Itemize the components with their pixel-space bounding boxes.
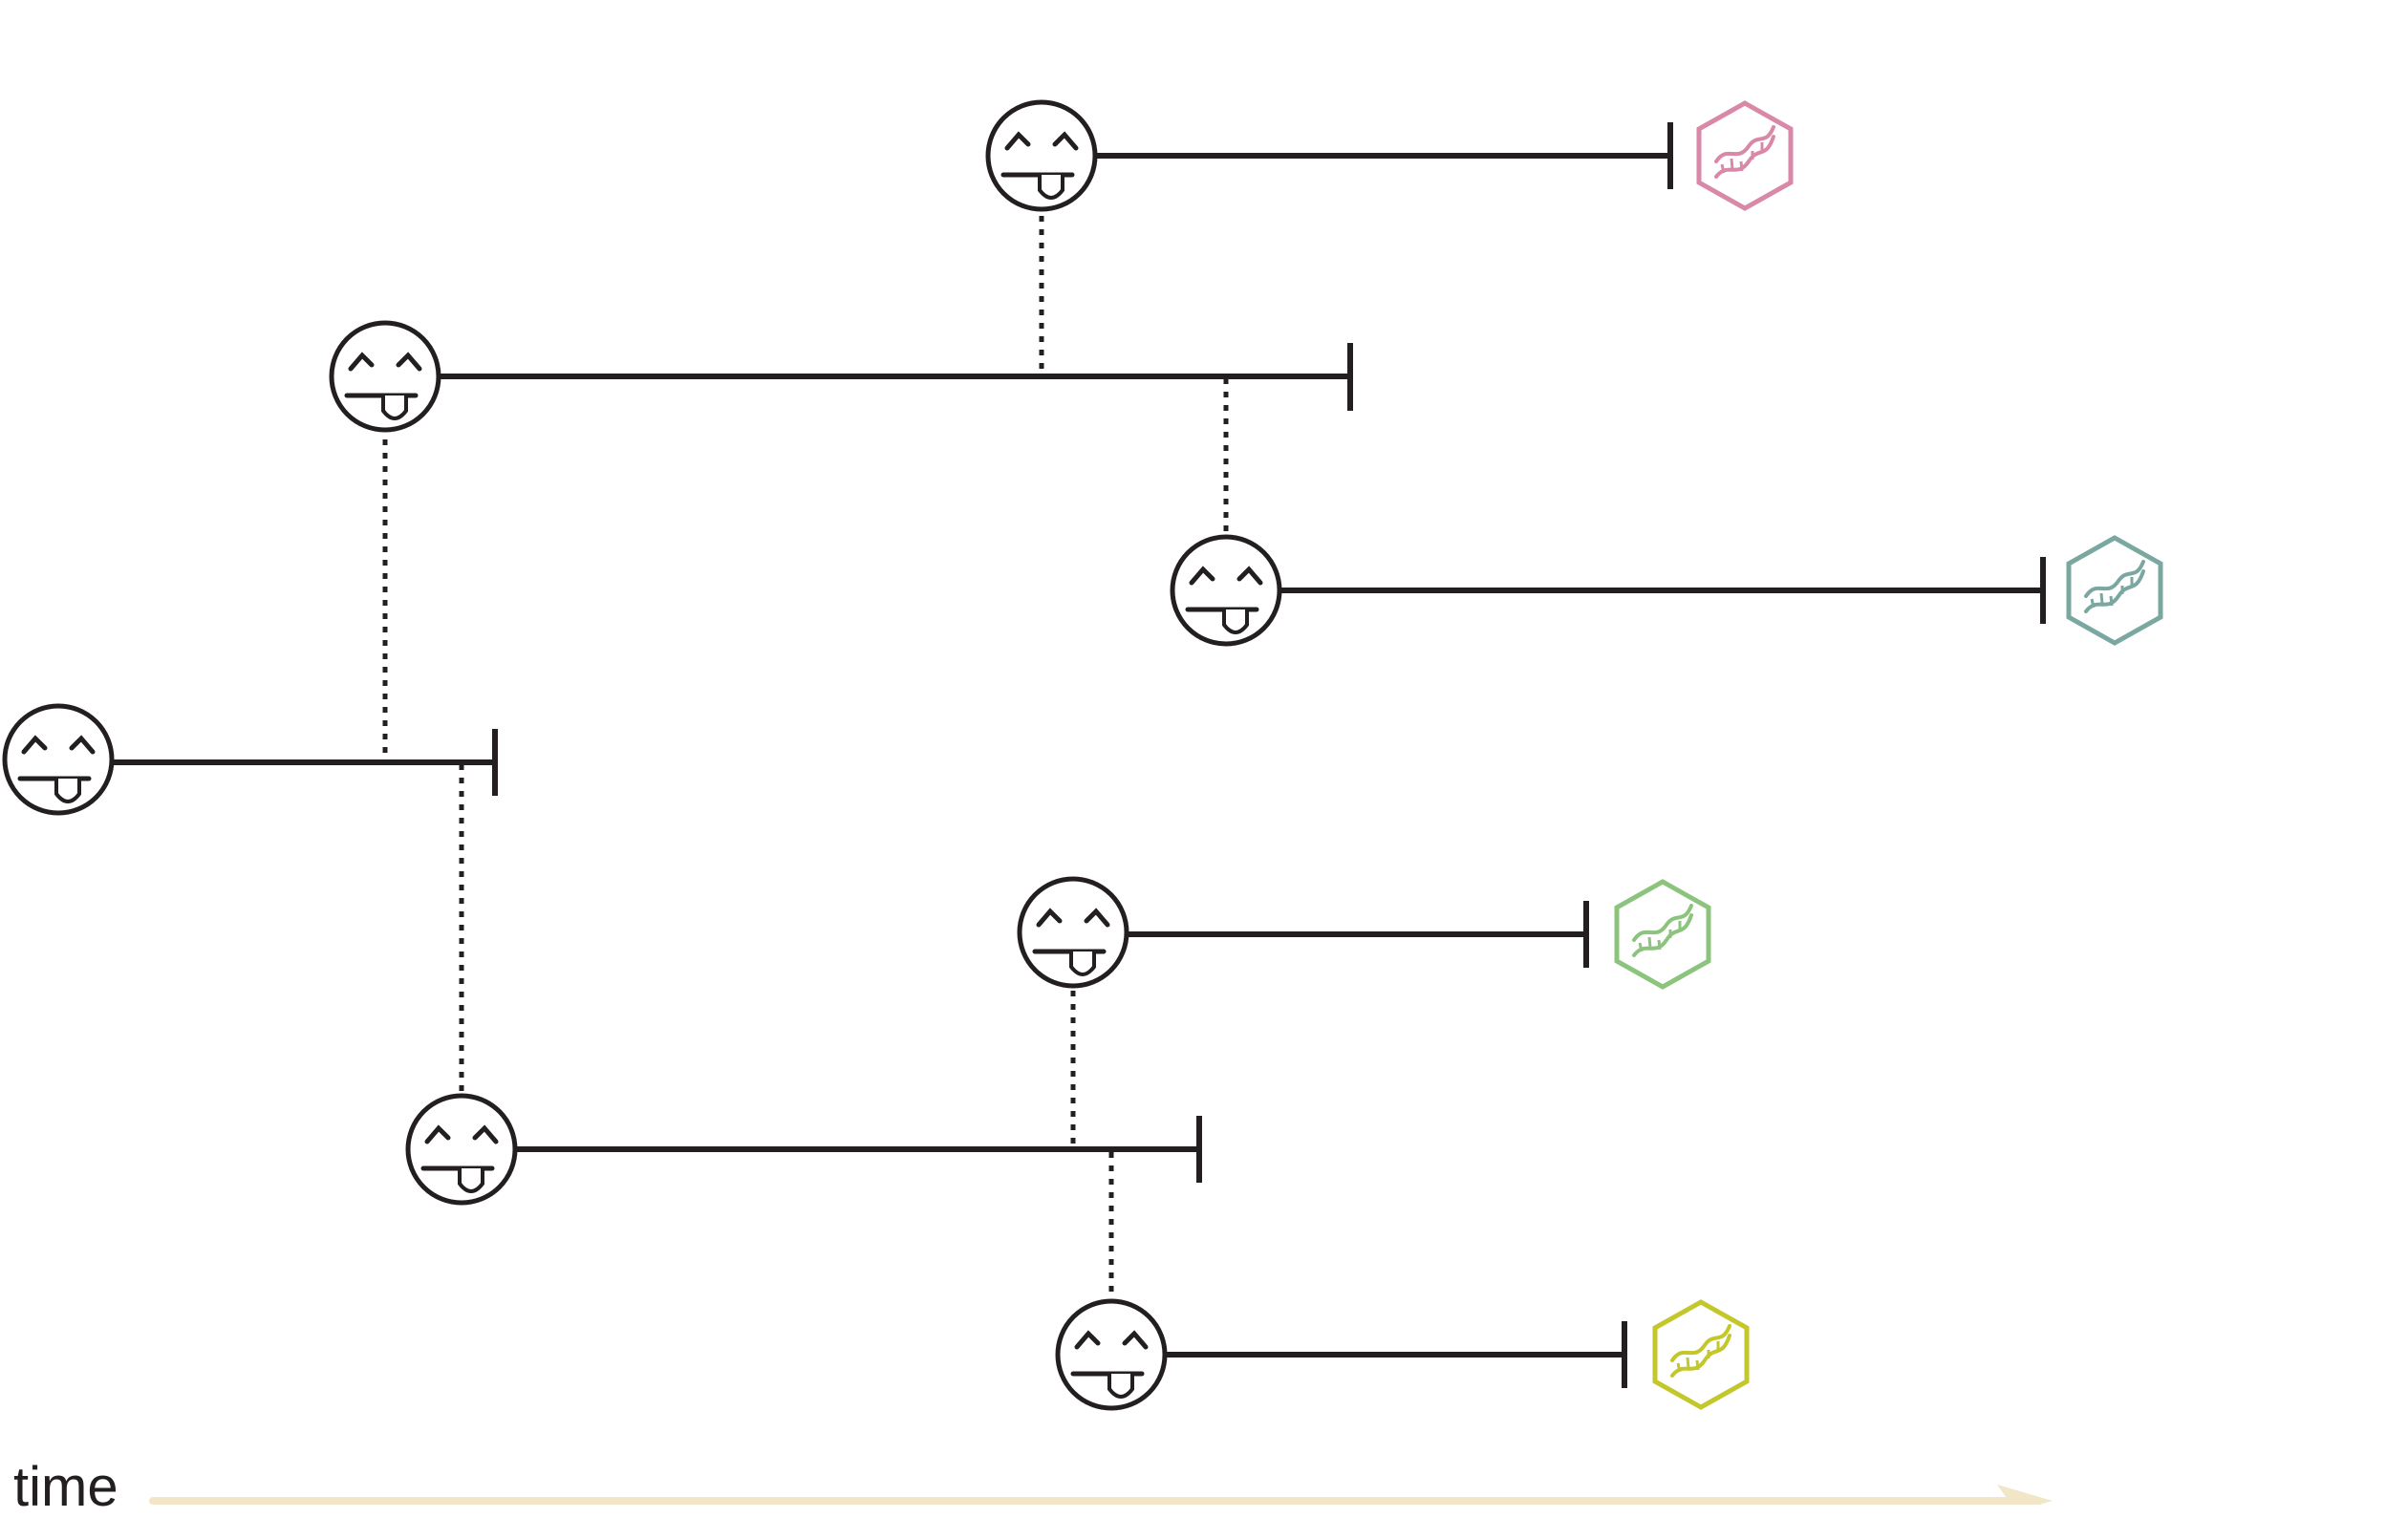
- dna-hexagon-icon: [1614, 879, 1711, 990]
- dna-hexagon-icon: [2066, 535, 2163, 646]
- time-axis-label: time: [13, 1456, 118, 1518]
- lineage-lines: [113, 122, 2046, 1388]
- individuals: [5, 102, 1279, 1408]
- dna-hexagon-icon: [1696, 100, 1794, 211]
- face-icon: [408, 1096, 515, 1203]
- face-icon: [5, 706, 112, 813]
- dna-hexagon-icon: [1652, 1299, 1750, 1410]
- face-icon: [1058, 1301, 1165, 1408]
- face-icon: [1020, 879, 1127, 986]
- time-arrow: [149, 1485, 2053, 1505]
- descent-links: [382, 216, 1229, 1301]
- face-icon: [332, 323, 439, 430]
- genomes: [1614, 100, 2163, 1410]
- time-arrow-head: [1997, 1485, 2053, 1505]
- face-icon: [1172, 537, 1279, 644]
- face-icon: [988, 102, 1095, 209]
